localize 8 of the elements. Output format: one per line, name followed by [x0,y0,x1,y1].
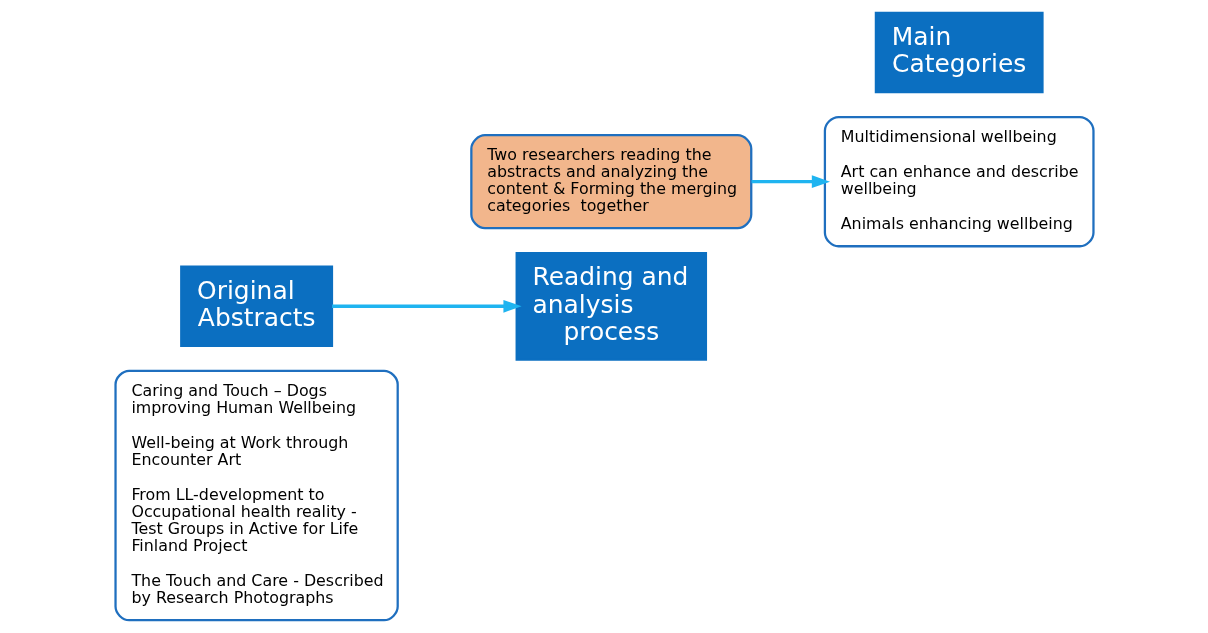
node-box: Two researchers reading the abstracts and analyzing the content & Forming the merging categories together [469,134,752,230]
node-box: Multidimensional wellbeing Art can enhance and describe wellbeing Animals enhancing wellbeing [823,115,1095,248]
node-box: Main Categories [874,11,1044,94]
arrow [751,175,830,188]
node-box: Reading and analysis process [515,251,707,361]
node-box: Caring and Touch – Dogs improving Human Wellbeing Well-being at Work through Encounter Art From LL-development to Occupational health reality - Test Groups in Active for Life Finland Project The Touch and Care - Described by Research Photographs [113,369,399,622]
arrow [331,299,522,313]
node-box: Original Abstracts [179,265,333,348]
